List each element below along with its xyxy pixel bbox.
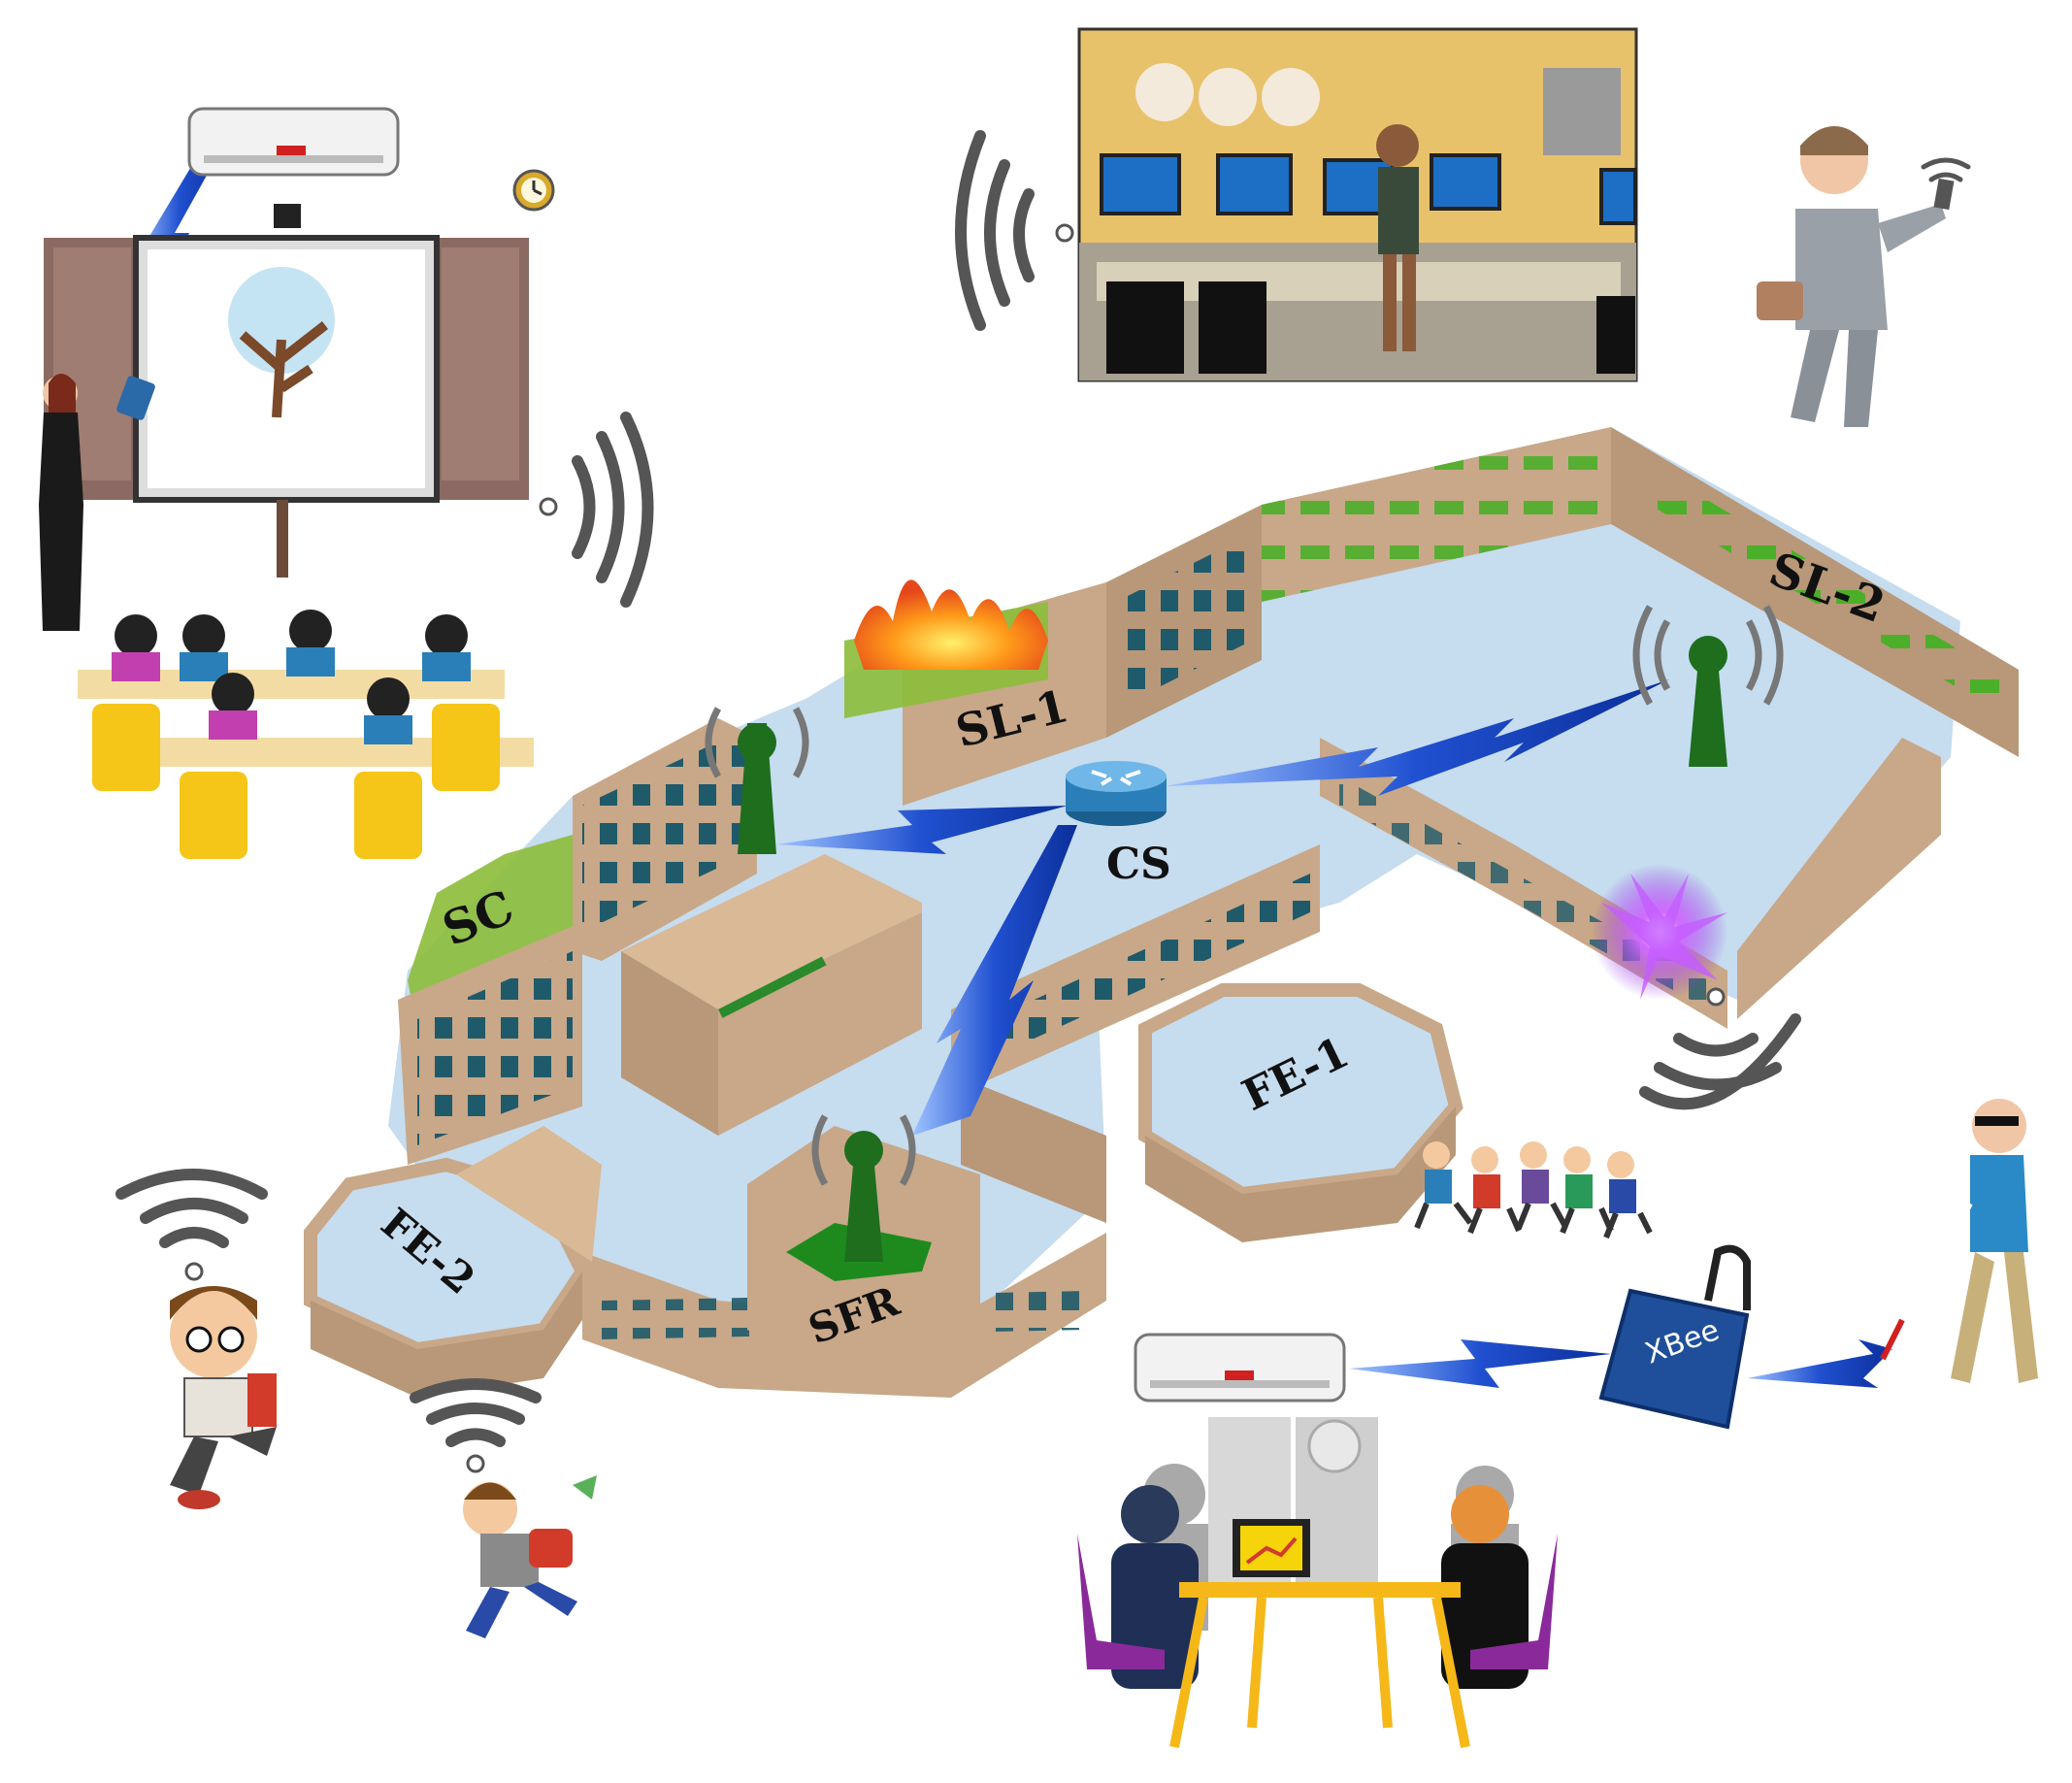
sl2-front-wall <box>1737 738 1941 1019</box>
wifi-businessman <box>1921 157 1971 182</box>
central-block-side <box>718 912 922 1136</box>
smart-classroom-scene <box>39 107 555 859</box>
air-conditioner-icon <box>1134 1333 1346 1403</box>
east-inner-wall <box>961 1077 1106 1223</box>
campus-building <box>304 427 2019 1398</box>
businessman-figure <box>1757 126 1955 427</box>
meeting-scene <box>1077 1417 1558 1748</box>
antenna-sl2 <box>1632 605 1784 767</box>
explosion-icon <box>1592 864 1727 1000</box>
running-crowd <box>1414 1141 1653 1239</box>
router-icon <box>1066 761 1167 826</box>
wifi-signal-icon <box>115 130 1971 1473</box>
air-conditioner-icon <box>187 107 400 177</box>
wifi-student1 <box>115 1169 268 1281</box>
antenna-sfr <box>811 1114 916 1262</box>
wifi-explosion <box>1639 987 1801 1110</box>
link-router-sl1 <box>776 806 1068 854</box>
link-router-sl2 <box>1165 679 1669 796</box>
wifi-server-room <box>955 130 1074 331</box>
central-block-front <box>621 951 718 1136</box>
xbee-module-icon: XBee <box>1598 1244 1751 1430</box>
blind-person-figure <box>1880 1099 2038 1383</box>
campus-floor <box>388 427 1960 1339</box>
link-ac-xbee <box>1349 1339 1611 1388</box>
antenna-sl1 <box>705 707 809 854</box>
fe2-ramp <box>456 1126 602 1262</box>
students-group <box>78 610 534 859</box>
wifi-classroom <box>539 412 654 608</box>
label-cs: CS <box>1106 840 1171 889</box>
running-student-2 <box>463 1475 597 1638</box>
central-block-top <box>621 854 922 1009</box>
fire-icon <box>854 579 1048 670</box>
running-student-1 <box>170 1286 277 1509</box>
server-room-scene <box>1077 27 1638 382</box>
link-router-sfr <box>912 825 1077 1136</box>
clock-icon <box>512 169 555 212</box>
wifi-student2 <box>410 1378 542 1473</box>
antenna-tower-icon <box>705 605 1784 1262</box>
link-xbee-cane <box>1747 1339 1892 1388</box>
